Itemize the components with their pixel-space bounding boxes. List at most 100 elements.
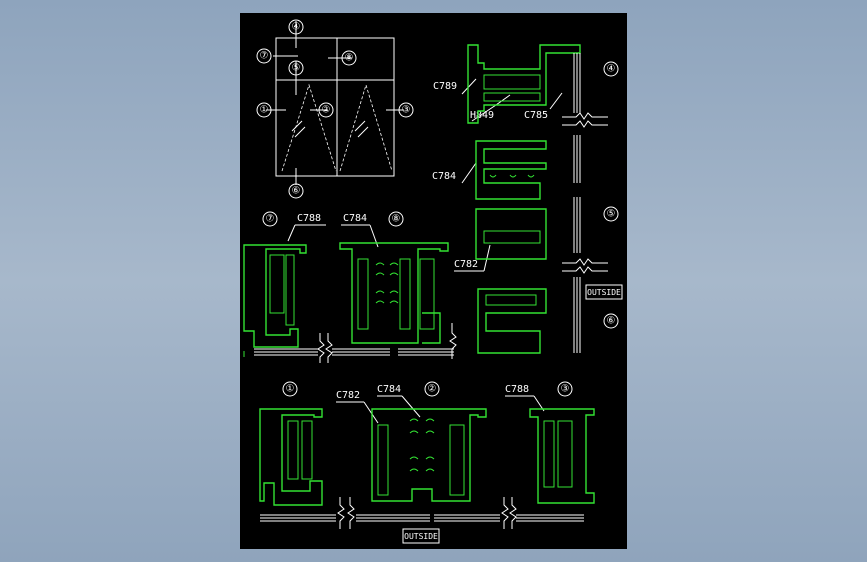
section-marker-circle [262, 211, 278, 227]
glass-panes-bottom [260, 514, 584, 522]
section-7-8: ⑦ ⑧ C788 C784 [243, 211, 457, 363]
profile-label-c782: C782 [454, 259, 478, 270]
glass-hatch [354, 120, 366, 132]
section-marker-circle [256, 102, 272, 118]
section-marker-label: ⑦ [266, 214, 275, 225]
section-marker-circle [388, 211, 404, 227]
section-marker-circle [288, 19, 304, 35]
profile-chamber [269, 254, 285, 314]
break-symbol [562, 258, 608, 274]
profile-chamber [483, 74, 541, 90]
section-marker-label: ① [260, 105, 269, 116]
glass-panes [254, 348, 454, 356]
section-marker-circle [282, 381, 298, 397]
break-symbol [337, 497, 355, 529]
profile-c788-section7 [243, 244, 307, 348]
cad-drawing-sheet: ④ ⑦ ⑤ ⑧ ① ② ③ ⑥ ⑦ ⑧ C788 C784 [240, 13, 627, 549]
profile-foot [422, 312, 441, 344]
outside-tag [585, 284, 623, 300]
window-frame-outline [275, 37, 395, 177]
section-marker-label: ⑥ [292, 186, 301, 197]
profile-chamber [301, 420, 313, 480]
section-marker-label: ① [286, 384, 295, 395]
section-marker-label: ③ [561, 384, 570, 395]
profile-chamber [357, 258, 369, 330]
leader-line [363, 401, 379, 424]
section-marker-circle [256, 48, 272, 64]
profile-label-c788: C788 [505, 384, 529, 395]
profile-sill [477, 288, 547, 354]
break-symbol [317, 333, 333, 363]
section-marker-label: ⑥ [607, 316, 616, 327]
profile-chamber [449, 424, 465, 496]
section-marker-circle [398, 102, 414, 118]
profile-chamber [377, 424, 389, 496]
profile-chamber [483, 92, 541, 102]
section-marker-label: ⑤ [607, 209, 616, 220]
outside-label: OUTSIDE [587, 288, 621, 297]
profile-chamber [543, 420, 555, 488]
profile-c784-horizontal [475, 140, 547, 200]
window-section-drawing: ④ ⑦ ⑤ ⑧ ① ② ③ ⑥ ⑦ ⑧ C788 C784 [243, 19, 623, 544]
leader-line [461, 162, 477, 184]
profile-label-c785: C785 [524, 110, 548, 121]
break-symbol [501, 497, 517, 529]
profile-chamber [419, 258, 435, 330]
profile-mid-transom [475, 208, 547, 260]
section-marker-circle [288, 60, 304, 76]
gasket-lines [489, 174, 535, 178]
gasket-lines [409, 418, 435, 472]
profile-chamber [483, 230, 541, 244]
profile-label-c784: C784 [377, 384, 401, 395]
profile-chamber [287, 420, 299, 480]
section-marker-circle [341, 50, 357, 66]
profile-label-c789: C789 [433, 81, 457, 92]
section-marker-label: ④ [607, 64, 616, 75]
profile-chamber [557, 420, 573, 488]
outside-label: OUTSIDE [404, 532, 438, 541]
elevation-view: ④ ⑦ ⑤ ⑧ ① ② ③ ⑥ [256, 19, 414, 199]
profile-chamber [285, 254, 295, 326]
section-marker-label: ⑧ [392, 214, 401, 225]
section-marker-circle [318, 102, 334, 118]
leader-line [401, 395, 421, 418]
section-marker-circle [557, 381, 573, 397]
section-marker-label: ③ [402, 105, 411, 116]
glass-hatch [357, 126, 369, 138]
profile-chamber [485, 294, 537, 306]
leader-line [471, 104, 497, 122]
glass-hatch [294, 126, 306, 138]
section-marker-label: ⑤ [292, 63, 301, 74]
profile-label-c784: C784 [432, 171, 456, 182]
gasket-lines [375, 262, 399, 304]
section-marker-circle [603, 206, 619, 222]
leader-line [495, 94, 511, 106]
profile-c782-c784-section2 [371, 408, 487, 502]
leader-line [549, 92, 563, 110]
section-marker-label: ⑦ [260, 51, 269, 62]
break-symbol [449, 323, 457, 359]
section-marker-label: ② [322, 105, 331, 116]
outside-tag [402, 528, 440, 544]
section-marker-label: ⑧ [345, 53, 354, 64]
glass-hatch [291, 120, 303, 132]
leader-line [461, 78, 477, 95]
profile-c788-section1 [259, 408, 323, 506]
leader-line [483, 244, 491, 272]
section-marker-circle [424, 381, 440, 397]
profile-label-c784: C784 [343, 213, 367, 224]
profile-label-h849: H849 [470, 110, 494, 121]
leader-line [287, 224, 296, 242]
section-marker-circle [603, 61, 619, 77]
profile-chamber [399, 258, 411, 330]
opening-indicator-left [281, 83, 337, 172]
opening-indicator-right [339, 83, 393, 172]
profile-label-c788: C788 [297, 213, 321, 224]
section-marker-circle [288, 183, 304, 199]
profile-label-c782: C782 [336, 390, 360, 401]
section-marker-label: ④ [292, 22, 301, 33]
break-symbol [562, 112, 608, 128]
profile-c788-section3 [529, 408, 595, 504]
section-4-5-6: ④ ⑤ ⑥ C789 H849 C785 C784 C782 [432, 44, 623, 354]
glass-panes-vertical [573, 53, 581, 353]
